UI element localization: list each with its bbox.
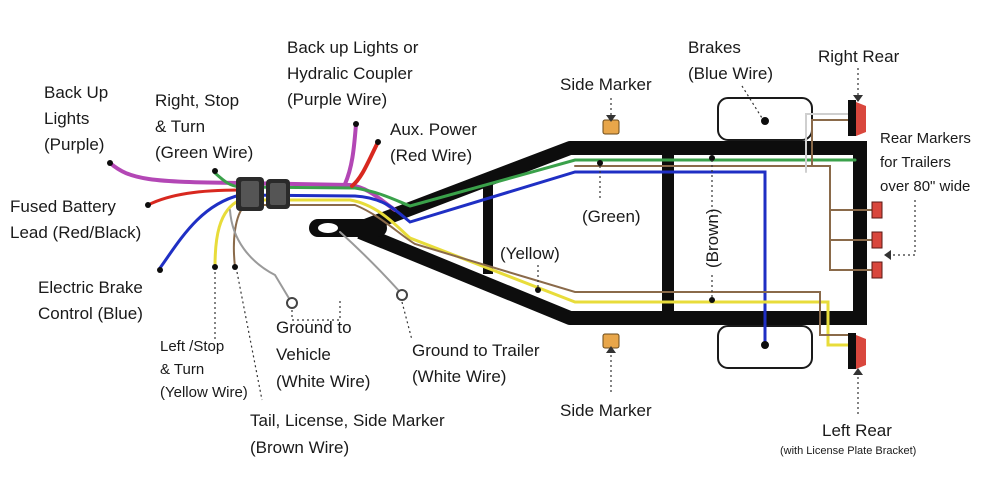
label-aux-power: Aux. Power (Red Wire): [390, 120, 477, 165]
label-right-stop-turn: Right, Stop & Turn (Green Wire): [155, 91, 253, 162]
label-right-rear: Right Rear: [818, 47, 900, 66]
label-fused-battery: Fused Battery Lead (Red/Black): [10, 197, 141, 242]
label-rear-markers: Rear Markers for Trailers over 80" wide: [880, 130, 971, 195]
label-line: Back Up: [44, 83, 108, 102]
label-line: Ground to: [276, 318, 352, 337]
label-line: Lead (Red/Black): [10, 223, 141, 242]
label-line: Lights: [44, 109, 89, 128]
label-yellow-wire: (Yellow): [500, 244, 560, 263]
label-tail-license: Tail, License, Side Marker (Brown Wire): [250, 411, 445, 457]
wire-end-dots: [107, 117, 769, 349]
label-line: (Purple): [44, 135, 104, 154]
label-electric-brake: Electric Brake Control (Blue): [38, 278, 143, 323]
label-line: Ground to Trailer: [412, 341, 540, 360]
label-line: Vehicle: [276, 345, 331, 364]
label-line: (White Wire): [276, 372, 370, 391]
label-ground-trailer: Ground to Trailer (White Wire): [412, 341, 540, 386]
label-back-up-lights-purple: Back Up Lights (Purple): [44, 83, 108, 154]
label-left-rear-sub: (with License Plate Bracket): [780, 445, 916, 457]
label-left-rear: Left Rear: [822, 421, 892, 440]
label-line: (Red Wire): [390, 146, 472, 165]
tail-lamps: [848, 100, 866, 369]
label-left-stop-turn: Left /Stop & Turn (Yellow Wire): [160, 338, 248, 401]
label-line: Left /Stop: [160, 338, 224, 355]
label-backup-hydraulic: Back up Lights or Hydralic Coupler (Purp…: [287, 38, 419, 109]
label-line: Aux. Power: [390, 120, 477, 139]
label-line: & Turn: [155, 117, 205, 136]
label-line: (Blue Wire): [688, 64, 773, 83]
label-line: for Trailers: [880, 154, 951, 171]
label-line: Back up Lights or: [287, 38, 419, 57]
label-side-marker-bottom: Side Marker: [560, 401, 652, 420]
ground-terminals: [286, 289, 408, 309]
label-green-wire: (Green): [582, 207, 641, 226]
label-line: Right, Stop: [155, 91, 239, 110]
leader-lines: [214, 68, 916, 415]
label-brown-wire: (Brown): [703, 208, 722, 268]
label-brakes: Brakes (Blue Wire): [688, 38, 773, 83]
label-line: (Brown Wire): [250, 438, 349, 457]
label-line: & Turn: [160, 361, 204, 378]
label-line: Hydralic Coupler: [287, 64, 413, 83]
label-line: (Yellow Wire): [160, 384, 248, 401]
label-line: over 80" wide: [880, 178, 970, 195]
coupler-ball-hole: [318, 223, 338, 233]
label-line: Control (Blue): [38, 304, 143, 323]
wire-bundle: [108, 113, 877, 347]
label-line: (Green Wire): [155, 143, 253, 162]
rear-marker-lights: [871, 201, 883, 279]
label-side-marker-top: Side Marker: [560, 75, 652, 94]
label-line: (White Wire): [412, 367, 506, 386]
arrow-heads: [606, 95, 891, 375]
label-line: Electric Brake: [38, 278, 143, 297]
label-line: Fused Battery: [10, 197, 116, 216]
label-ground-vehicle: Ground to Vehicle (White Wire): [276, 318, 370, 391]
label-line: Rear Markers: [880, 130, 971, 147]
label-line: Brakes: [688, 38, 741, 57]
label-line: Tail, License, Side Marker: [250, 411, 445, 430]
label-line: (Purple Wire): [287, 90, 387, 109]
wire-connector-plug: [236, 177, 290, 211]
